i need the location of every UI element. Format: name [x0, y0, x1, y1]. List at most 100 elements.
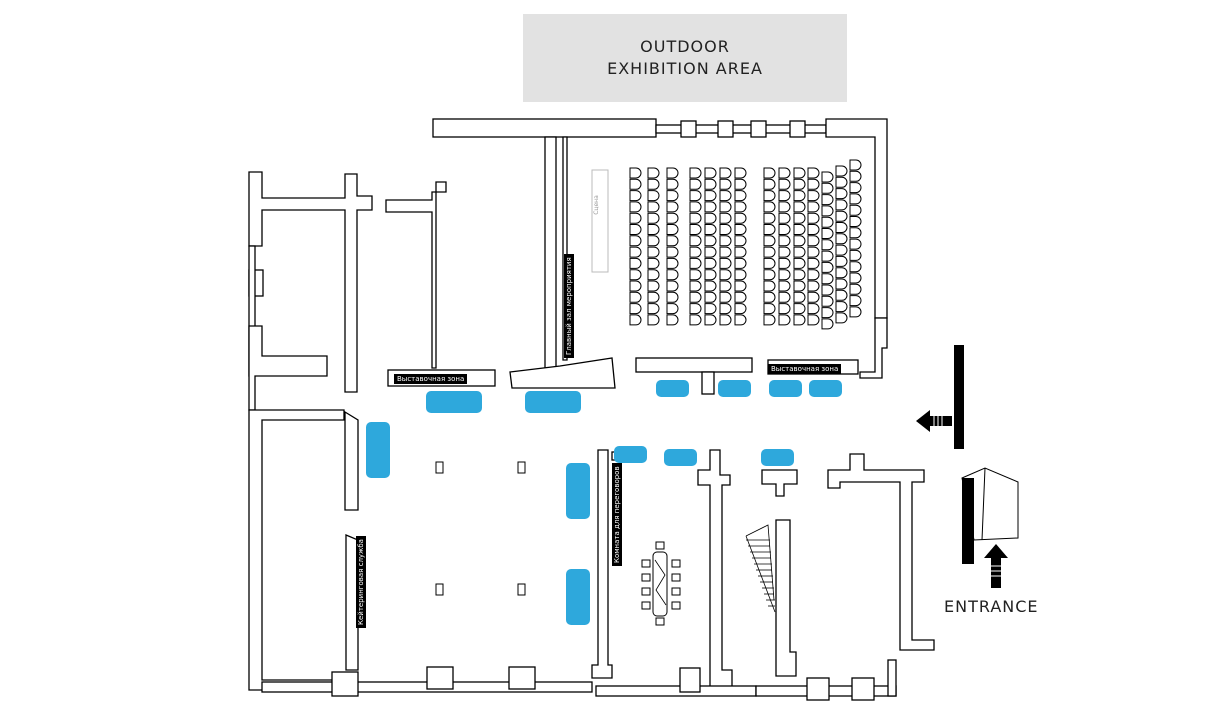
seat [666, 303, 679, 315]
booth[interactable] [566, 463, 590, 519]
seat [734, 269, 747, 281]
seat [793, 246, 806, 258]
seat [778, 190, 791, 202]
seat [821, 273, 834, 285]
seat [778, 201, 791, 213]
negotiation-room-label: Комната для переговоров [612, 463, 622, 566]
seat [629, 303, 642, 315]
seat [734, 257, 747, 269]
seat [821, 307, 834, 319]
seat [734, 167, 747, 179]
seat [835, 255, 848, 267]
seat [807, 314, 820, 326]
booth[interactable] [614, 446, 647, 463]
seat [629, 224, 642, 235]
seat [763, 257, 776, 269]
seat [719, 291, 732, 303]
seat [763, 224, 776, 235]
booth[interactable] [664, 449, 697, 466]
seat [734, 212, 747, 224]
seat [821, 216, 834, 228]
seat [793, 303, 806, 315]
seat [778, 178, 791, 190]
seat [689, 178, 702, 190]
seat [704, 291, 717, 303]
seat [849, 238, 862, 250]
seat [763, 235, 776, 247]
seat [807, 224, 820, 235]
seat [719, 280, 732, 292]
seat [807, 269, 820, 281]
seat [734, 246, 747, 258]
seat [647, 178, 660, 190]
seat [734, 224, 747, 235]
seat [704, 303, 717, 315]
seat [666, 269, 679, 281]
seat [689, 167, 702, 179]
seat [689, 235, 702, 247]
booth[interactable] [761, 449, 794, 466]
seat [778, 167, 791, 179]
seat [763, 269, 776, 281]
seat [778, 303, 791, 315]
seat [629, 246, 642, 258]
seat [704, 167, 717, 179]
seat [849, 272, 862, 284]
seat [778, 291, 791, 303]
seat [849, 261, 862, 273]
booth[interactable] [656, 380, 689, 397]
seat [793, 269, 806, 281]
seat [763, 303, 776, 315]
stairs [745, 524, 776, 613]
seat [778, 212, 791, 224]
seat [689, 303, 702, 315]
seat [835, 233, 848, 245]
seat [704, 212, 717, 224]
seat [763, 201, 776, 213]
booth[interactable] [525, 391, 581, 413]
seat [835, 222, 848, 233]
seat [807, 280, 820, 292]
seat [778, 246, 791, 258]
seat [835, 199, 848, 211]
seat [666, 257, 679, 269]
seat [647, 224, 660, 235]
columns [435, 461, 526, 596]
seat [704, 235, 717, 247]
seat [793, 224, 806, 235]
arrow-up-icon [984, 544, 1008, 588]
seat [647, 167, 660, 179]
seat [793, 257, 806, 269]
seat [647, 280, 660, 292]
seat [689, 201, 702, 213]
seat [807, 235, 820, 247]
seat [763, 190, 776, 202]
booth[interactable] [426, 391, 482, 413]
seat [807, 246, 820, 258]
seat [734, 190, 747, 202]
seat [778, 235, 791, 247]
exhibition-zone-left-label: Выставочная зона [394, 374, 468, 384]
seat [629, 257, 642, 269]
booth[interactable] [769, 380, 802, 397]
seat [704, 257, 717, 269]
seat [763, 212, 776, 224]
booth[interactable] [566, 569, 590, 625]
seat [849, 159, 862, 171]
seat [821, 284, 834, 296]
seat [719, 212, 732, 224]
seat [763, 246, 776, 258]
booth[interactable] [718, 380, 751, 397]
stage-label: Сцена [593, 195, 600, 215]
seat [647, 190, 660, 202]
seat [849, 283, 862, 295]
seat [793, 178, 806, 190]
booth[interactable] [366, 422, 390, 478]
seat [629, 269, 642, 281]
seat [629, 314, 642, 326]
seat [666, 246, 679, 258]
seat [793, 235, 806, 247]
booth[interactable] [809, 380, 842, 397]
seat [719, 167, 732, 179]
